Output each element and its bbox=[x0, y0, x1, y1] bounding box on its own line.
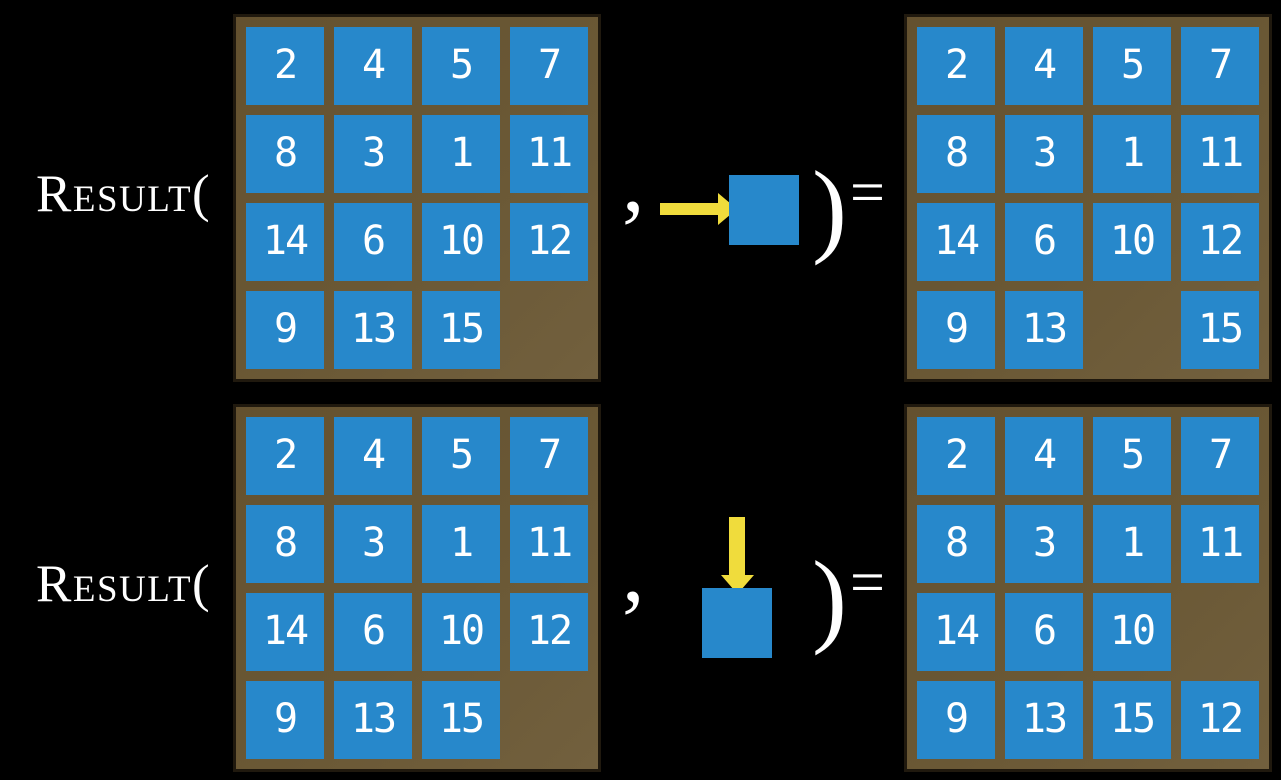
arrow-right-icon bbox=[660, 193, 737, 225]
tile-8: 8 bbox=[246, 115, 324, 193]
tile-10: 10 bbox=[422, 203, 500, 281]
tile-12: 12 bbox=[1181, 681, 1259, 759]
tile-11: 11 bbox=[510, 505, 588, 583]
tile-13: 13 bbox=[334, 291, 412, 369]
tile-6: 6 bbox=[1005, 593, 1083, 671]
empty-cell bbox=[510, 291, 588, 369]
tile-4: 4 bbox=[1005, 417, 1083, 495]
tile-13: 13 bbox=[334, 681, 412, 759]
tile-6: 6 bbox=[334, 203, 412, 281]
tile-6: 6 bbox=[1005, 203, 1083, 281]
result-function-label: Result( bbox=[36, 165, 212, 223]
tile-14: 14 bbox=[246, 593, 324, 671]
tile-8: 8 bbox=[917, 115, 995, 193]
tile-1: 1 bbox=[422, 505, 500, 583]
tile-1: 1 bbox=[1093, 115, 1171, 193]
arrow-down-icon bbox=[721, 517, 754, 594]
tile-4: 4 bbox=[334, 417, 412, 495]
tile-13: 13 bbox=[1005, 681, 1083, 759]
tile-3: 3 bbox=[1005, 115, 1083, 193]
tile-5: 5 bbox=[1093, 27, 1171, 105]
tile-11: 11 bbox=[1181, 505, 1259, 583]
tile-8: 8 bbox=[917, 505, 995, 583]
tile-14: 14 bbox=[917, 593, 995, 671]
empty-cell bbox=[510, 681, 588, 759]
tile-12: 12 bbox=[510, 203, 588, 281]
tile-7: 7 bbox=[510, 417, 588, 495]
tile-square-icon bbox=[702, 588, 772, 658]
tile-7: 7 bbox=[510, 27, 588, 105]
tile-5: 5 bbox=[422, 417, 500, 495]
tile-12: 12 bbox=[510, 593, 588, 671]
equals-sign: = bbox=[850, 549, 885, 617]
tile-14: 14 bbox=[917, 203, 995, 281]
tile-7: 7 bbox=[1181, 417, 1259, 495]
close-paren: ) bbox=[812, 539, 847, 656]
tile-4: 4 bbox=[1005, 27, 1083, 105]
tile-7: 7 bbox=[1181, 27, 1259, 105]
tile-9: 9 bbox=[917, 291, 995, 369]
tile-2: 2 bbox=[917, 417, 995, 495]
tile-15: 15 bbox=[1181, 291, 1259, 369]
tile-10: 10 bbox=[422, 593, 500, 671]
close-paren: ) bbox=[812, 149, 847, 266]
tile-square-icon bbox=[729, 175, 799, 245]
empty-cell bbox=[1093, 291, 1171, 369]
tile-9: 9 bbox=[246, 681, 324, 759]
tile-13: 13 bbox=[1005, 291, 1083, 369]
tile-14: 14 bbox=[246, 203, 324, 281]
tile-3: 3 bbox=[1005, 505, 1083, 583]
tile-11: 11 bbox=[1181, 115, 1259, 193]
tile-3: 3 bbox=[334, 115, 412, 193]
tile-9: 9 bbox=[246, 291, 324, 369]
result-function-label: Result( bbox=[36, 555, 212, 613]
tile-3: 3 bbox=[334, 505, 412, 583]
tile-15: 15 bbox=[422, 291, 500, 369]
tile-2: 2 bbox=[246, 27, 324, 105]
tile-6: 6 bbox=[334, 593, 412, 671]
tile-2: 2 bbox=[246, 417, 324, 495]
tile-12: 12 bbox=[1181, 203, 1259, 281]
tile-2: 2 bbox=[917, 27, 995, 105]
empty-cell bbox=[1181, 593, 1259, 671]
comma-separator: , bbox=[622, 522, 645, 621]
tile-15: 15 bbox=[1093, 681, 1171, 759]
comma-separator: , bbox=[622, 132, 645, 231]
tile-1: 1 bbox=[1093, 505, 1171, 583]
equals-sign: = bbox=[850, 159, 885, 227]
tile-15: 15 bbox=[422, 681, 500, 759]
tile-11: 11 bbox=[510, 115, 588, 193]
tile-10: 10 bbox=[1093, 593, 1171, 671]
tile-5: 5 bbox=[422, 27, 500, 105]
tile-8: 8 bbox=[246, 505, 324, 583]
tile-9: 9 bbox=[917, 681, 995, 759]
tile-4: 4 bbox=[334, 27, 412, 105]
tile-1: 1 bbox=[422, 115, 500, 193]
tile-10: 10 bbox=[1093, 203, 1171, 281]
tile-5: 5 bbox=[1093, 417, 1171, 495]
